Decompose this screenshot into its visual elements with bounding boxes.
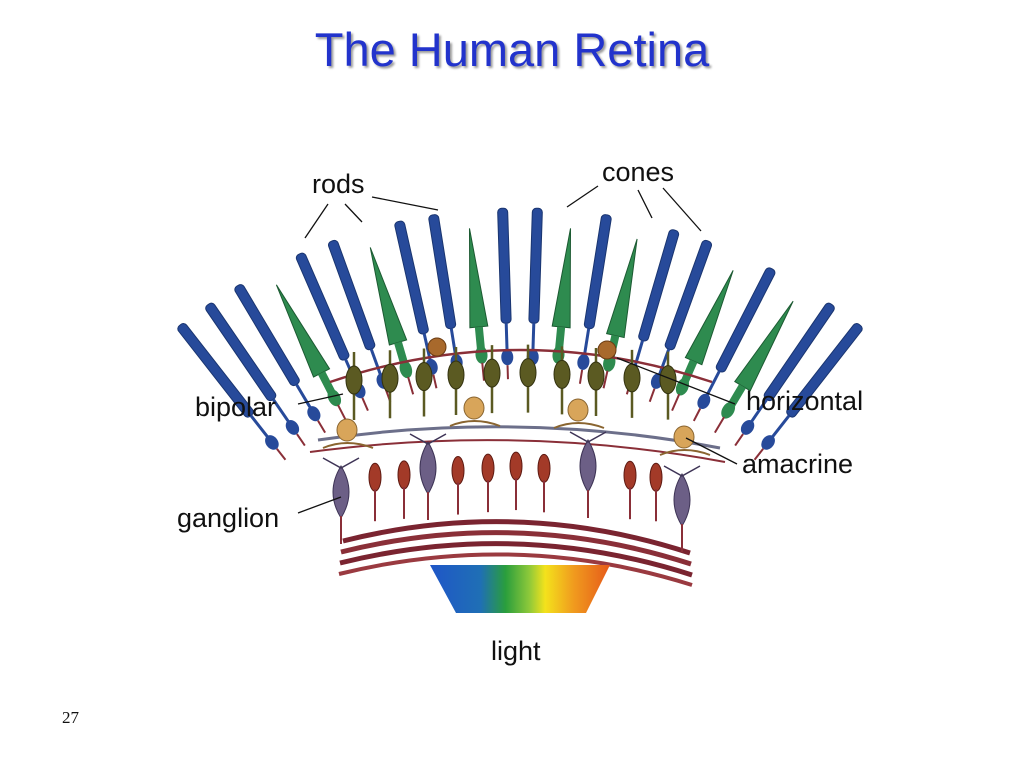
rod-cell [177, 323, 287, 461]
amacrine-dendrite [553, 422, 605, 429]
amacrine-dendrite [322, 442, 374, 449]
horizontal-cell [597, 340, 617, 360]
rods-leader-line [344, 203, 363, 223]
rod-cell [526, 207, 543, 380]
bipolar-cell [659, 365, 677, 395]
cone-cell [551, 228, 572, 381]
cones-leader-line [662, 187, 702, 232]
cones-label: cones [602, 157, 675, 187]
horizontal-cell [427, 337, 447, 357]
small-ganglion-cell [397, 460, 411, 490]
amacrine-cell [463, 396, 485, 420]
amacrine-dendrite [659, 449, 711, 456]
cones-leader-line [637, 189, 653, 219]
cone-cell [369, 247, 415, 395]
cone-cell [275, 284, 348, 422]
amacrine-cell [673, 425, 695, 449]
rod-cell [205, 302, 306, 447]
neuron-layer [309, 337, 726, 552]
page-number: 27 [62, 708, 79, 727]
small-ganglion-cell [623, 460, 637, 490]
bipolar-cell [415, 362, 433, 392]
light-label: light [491, 636, 541, 666]
bipolar-cell [587, 361, 605, 391]
cone-cell [714, 300, 794, 434]
ganglion-cell [673, 473, 691, 527]
small-ganglion-cell [368, 462, 382, 492]
rod-cell [753, 323, 863, 461]
horizontal-leader-line [616, 357, 736, 405]
ganglion-cell [332, 465, 350, 519]
rod-cell [692, 267, 776, 422]
amacrine-cell [336, 418, 358, 442]
small-ganglion-cell [537, 453, 551, 483]
bipolar-cell [623, 363, 641, 393]
cones-leader-line [566, 185, 599, 208]
rods-leader-line [304, 203, 329, 239]
slide-title: The Human Retina [314, 23, 710, 76]
light-spectrum [430, 565, 610, 613]
ganglion-dendrite [409, 433, 447, 445]
ganglion-label: ganglion [177, 503, 280, 533]
bipolar-cell [447, 360, 465, 390]
amacrine-dendrite [449, 420, 501, 427]
bipolar-cell [483, 358, 501, 388]
amacrine-cell [567, 398, 589, 422]
small-ganglion-cell [481, 453, 495, 483]
photoreceptor-layer [177, 207, 863, 461]
small-ganglion-cell [451, 456, 465, 486]
ganglion-cell [579, 439, 597, 493]
outer-plexiform-band [329, 348, 713, 384]
ganglion-dendrite [663, 465, 701, 477]
ganglion-cell [419, 441, 437, 495]
ganglion-dendrite [322, 457, 360, 469]
bipolar-cell [381, 363, 399, 393]
cone-cell [468, 228, 489, 381]
rod-cell [734, 302, 835, 447]
bipolar-leader-line [297, 393, 344, 405]
inner-plexiform-band [317, 425, 721, 450]
rod-cell [577, 214, 612, 384]
ganglion-dendrite [569, 431, 607, 443]
horizontal-label: horizontal [746, 386, 864, 416]
rods-label: rods [312, 169, 365, 199]
nerve-fiber-layer [338, 519, 693, 587]
bipolar-cell [553, 359, 571, 389]
ganglion-leader-line [297, 496, 342, 514]
rod-cell [497, 207, 514, 380]
rod-cell [394, 220, 438, 389]
amacrine-leader-line [685, 437, 738, 465]
bipolar-cell [345, 365, 363, 395]
amacrine-label: amacrine [742, 449, 854, 479]
bipolar-label: bipolar [195, 392, 277, 422]
bipolar-cell [519, 358, 537, 388]
rod-cell [234, 284, 326, 434]
rods-leader-line [371, 196, 439, 211]
small-ganglion-cell [509, 451, 523, 481]
small-ganglion-cell [649, 462, 663, 492]
rod-cell [428, 214, 463, 384]
label-leader-lines [297, 185, 738, 514]
